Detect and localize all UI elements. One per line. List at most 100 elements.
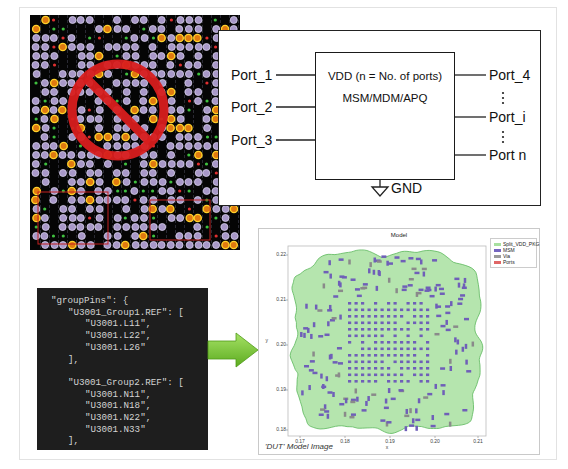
pcb-via bbox=[187, 108, 190, 111]
pcb-via bbox=[152, 216, 155, 219]
pcb-via bbox=[68, 179, 75, 186]
pcb-via bbox=[212, 89, 219, 96]
pcb-via bbox=[215, 135, 218, 138]
chip-box: VDD (n = No. of ports)MSM/MDM/APQ bbox=[315, 52, 455, 180]
tick-label: 0.17 bbox=[295, 439, 305, 444]
pcb-via bbox=[176, 233, 183, 240]
pcb-via bbox=[167, 188, 174, 195]
dot bbox=[502, 136, 504, 138]
code-line: "U3001.L26" bbox=[37, 342, 208, 354]
pcb-via bbox=[159, 224, 166, 231]
pcb-via bbox=[205, 162, 208, 165]
component-pad bbox=[419, 289, 424, 292]
component-pad bbox=[345, 398, 348, 403]
component-pad bbox=[440, 367, 445, 370]
component-pad bbox=[426, 309, 429, 312]
pcb-via bbox=[60, 142, 67, 149]
pcb-via bbox=[51, 188, 58, 195]
pcb-via bbox=[68, 44, 75, 51]
pcb-outline bbox=[38, 192, 108, 244]
component-pad bbox=[310, 360, 315, 363]
pcb-via bbox=[41, 53, 48, 60]
component-pad bbox=[387, 348, 390, 351]
component-pad bbox=[337, 347, 342, 350]
component-pad bbox=[365, 401, 368, 406]
pcb-via bbox=[176, 124, 183, 131]
component-pad bbox=[426, 322, 429, 325]
pcb-via bbox=[133, 198, 136, 201]
component-pad bbox=[395, 288, 398, 293]
component-pad bbox=[416, 292, 421, 295]
component-pad bbox=[368, 374, 371, 377]
pcb-via bbox=[214, 45, 217, 48]
component-pad bbox=[407, 361, 410, 364]
component-pad bbox=[420, 315, 423, 318]
pcb-via bbox=[78, 197, 85, 204]
pcb-via bbox=[52, 45, 55, 48]
pcb-via bbox=[96, 125, 103, 132]
pcb-via bbox=[195, 134, 202, 141]
pcb-via bbox=[33, 25, 40, 32]
component-pad bbox=[407, 335, 410, 338]
pcb-via bbox=[203, 242, 210, 249]
component-pad bbox=[415, 408, 418, 413]
pcb-via bbox=[132, 44, 139, 51]
component-pad bbox=[339, 403, 344, 406]
component-pad bbox=[355, 367, 358, 370]
pcb-via bbox=[158, 71, 165, 78]
dot bbox=[502, 131, 504, 133]
component-pad bbox=[394, 315, 397, 318]
pcb-via bbox=[185, 62, 192, 69]
component-pad bbox=[420, 309, 423, 312]
component-pad bbox=[431, 425, 436, 428]
component-pad bbox=[330, 354, 333, 359]
pcb-via bbox=[203, 71, 210, 78]
pcb-via bbox=[33, 233, 40, 240]
component-pad bbox=[462, 409, 467, 412]
component-pad bbox=[464, 318, 469, 321]
tick-label: 0.19 bbox=[385, 439, 395, 444]
pcb-trace bbox=[94, 15, 95, 250]
component-pad bbox=[394, 374, 397, 377]
component-pad bbox=[368, 354, 371, 357]
component-pad bbox=[374, 380, 377, 383]
pcb-via bbox=[124, 216, 127, 219]
pcb-via bbox=[86, 196, 93, 203]
pcb-via bbox=[168, 98, 175, 105]
pcb-via bbox=[123, 206, 130, 213]
pcb-via bbox=[78, 233, 85, 240]
pcb-via bbox=[159, 188, 166, 195]
component-pad bbox=[435, 384, 438, 389]
component-pad bbox=[361, 309, 364, 312]
pcb-via bbox=[124, 162, 127, 165]
component-pad bbox=[300, 332, 303, 337]
component-pad bbox=[407, 341, 410, 344]
component-pad bbox=[348, 315, 351, 318]
component-pad bbox=[355, 380, 358, 383]
component-pad bbox=[405, 426, 408, 431]
pcb-via bbox=[60, 80, 67, 87]
pcb-via bbox=[125, 72, 128, 75]
component-pad bbox=[321, 386, 326, 389]
pcb-via bbox=[122, 197, 129, 204]
component-pad bbox=[466, 370, 471, 373]
pcb-via bbox=[59, 71, 66, 78]
pcb-via bbox=[60, 215, 67, 222]
component-pad bbox=[436, 284, 441, 287]
pcb-via bbox=[159, 179, 166, 186]
component-pad bbox=[413, 315, 416, 318]
pcb-via bbox=[151, 189, 154, 192]
component-pad bbox=[303, 333, 306, 338]
component-pad bbox=[394, 380, 397, 383]
pcb-via bbox=[194, 34, 201, 41]
component-pad bbox=[426, 374, 429, 377]
pcb-via bbox=[179, 63, 182, 66]
pcb-trace bbox=[148, 15, 149, 250]
component-pad bbox=[355, 288, 360, 291]
component-pad bbox=[367, 396, 370, 401]
pcb-via bbox=[140, 89, 147, 96]
pcb-via bbox=[33, 53, 40, 60]
component-pad bbox=[361, 315, 364, 318]
component-pad bbox=[355, 322, 358, 325]
pcb-via bbox=[42, 44, 49, 51]
